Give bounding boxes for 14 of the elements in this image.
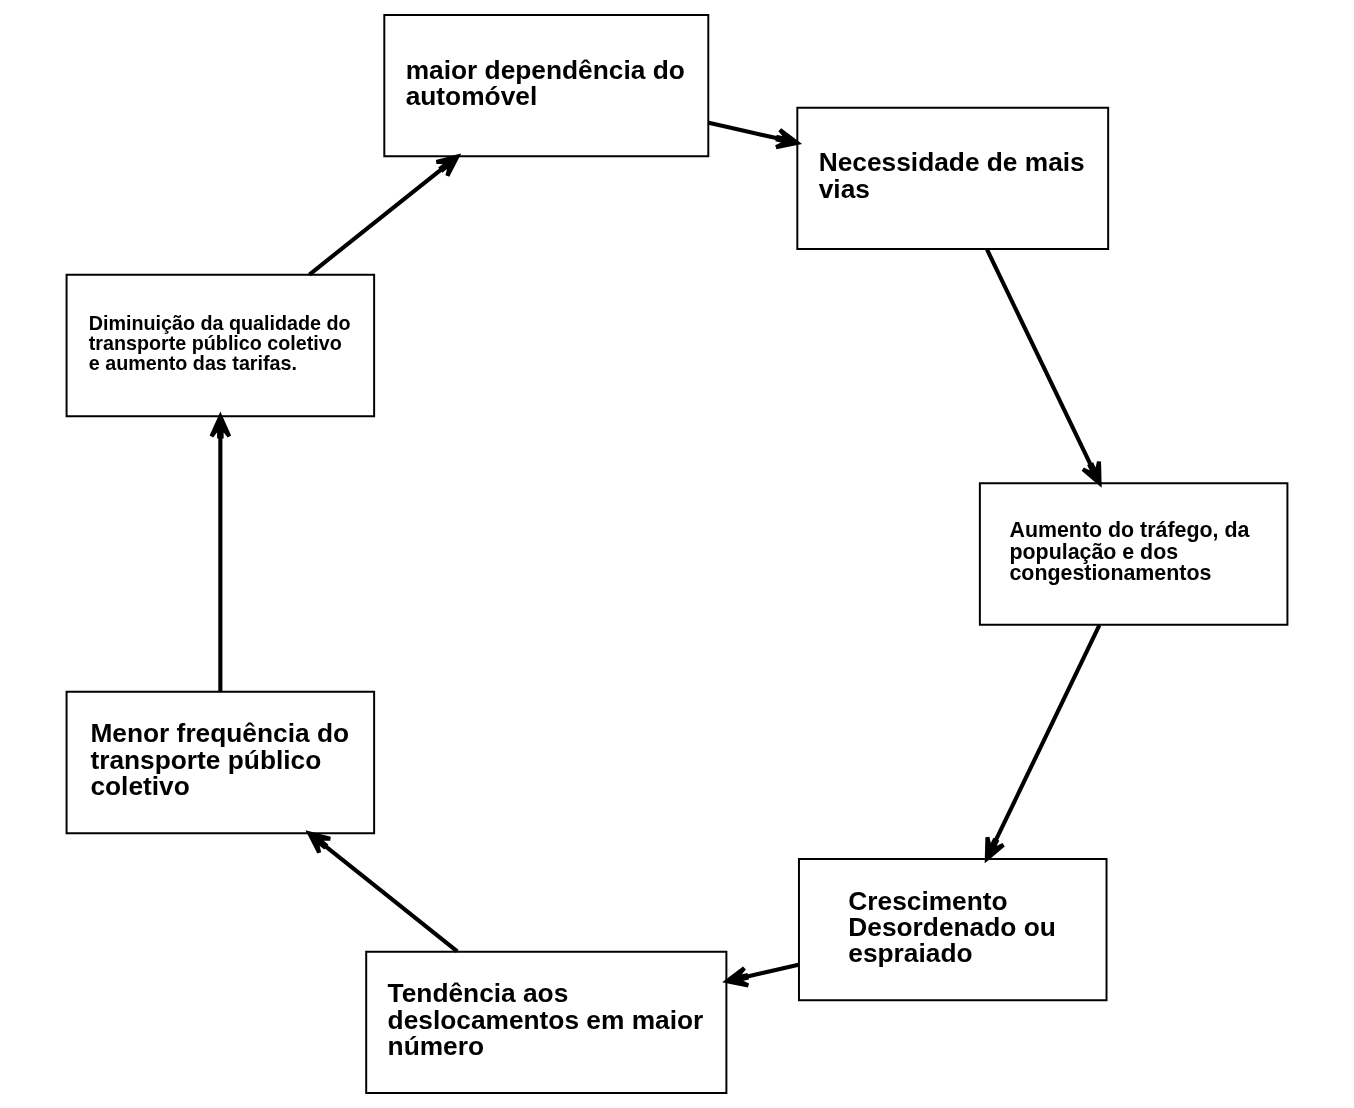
arrow xyxy=(724,962,799,988)
node-box: Crescimento Desordenado ou espraiado xyxy=(798,857,1108,1002)
arrow xyxy=(708,120,800,150)
arrow xyxy=(308,154,460,277)
arrow xyxy=(984,624,1102,861)
node-box: Necessidade de mais vias xyxy=(796,106,1110,251)
node-box: maior dependência do automóvel xyxy=(383,13,710,158)
arrow xyxy=(307,831,459,953)
node-box: Diminuição da qualidade do transporte público coletivo e aumento das tarifas. xyxy=(65,273,376,418)
node-box: Menor frequência do transporte público coletivo xyxy=(65,690,376,835)
node-box: Tendência aos deslocamentos em maior número xyxy=(365,950,728,1095)
node-box: Aumento do tráfego, da população e dos congestionamentos xyxy=(978,482,1289,626)
arrow xyxy=(985,248,1102,486)
arrow xyxy=(209,414,232,692)
